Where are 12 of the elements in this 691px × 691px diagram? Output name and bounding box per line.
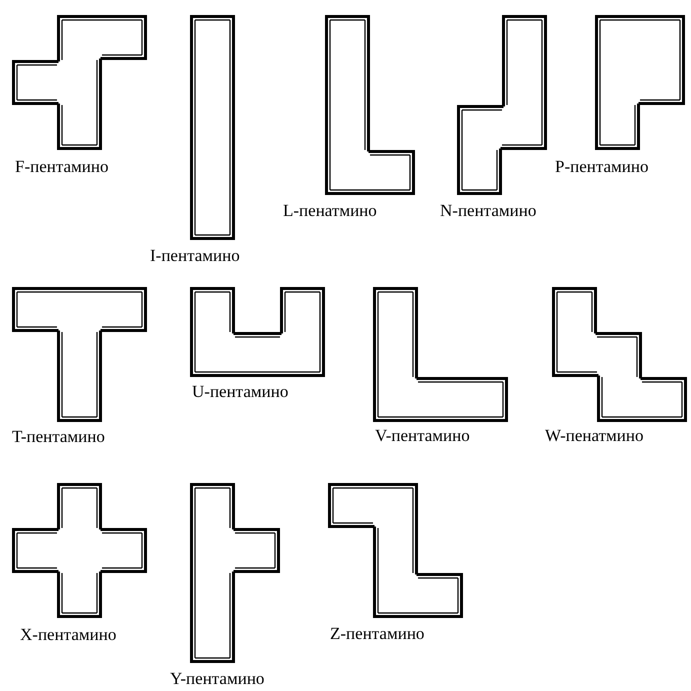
shape-caption: V-пентамино (375, 427, 470, 446)
shape-caption: N-пентамино (440, 202, 536, 221)
shape-caption: X-пентамино (20, 626, 116, 645)
shape-caption: P-пентамино (555, 158, 648, 177)
shape-caption: F-пентамино (15, 158, 108, 177)
shape-caption: W-пенатмино (545, 427, 644, 446)
shape-caption: U-пентамино (192, 383, 288, 402)
shape-caption: T-пентамино (12, 428, 105, 447)
shape-caption: L-пенатмино (283, 202, 377, 221)
shape-caption: Y-пентамино (170, 670, 264, 689)
shape-caption: I-пентамино (150, 247, 240, 266)
shape-caption: Z-пентамино (330, 625, 424, 644)
